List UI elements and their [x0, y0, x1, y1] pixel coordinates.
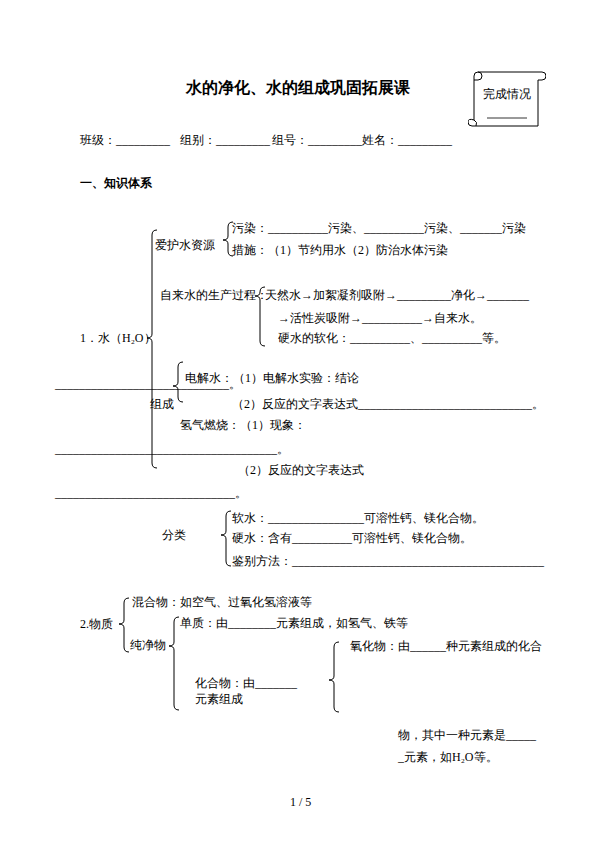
fill-blank: 硬水的软化：__________、__________等。	[278, 330, 506, 346]
fill-blank: 鉴别方法：___________________________________…	[232, 553, 544, 569]
fill-text: 混合物：如空气、过氧化氢溶液等	[132, 594, 312, 610]
name-field: 姓名：_________	[362, 132, 452, 148]
worksheet-title: 水的净化、水的组成巩固拓展课	[186, 78, 410, 98]
fill-blank: 氧化物：由______种元素组成的化合	[350, 638, 542, 654]
curly-brace	[169, 617, 179, 710]
fill-blank: （2）反应的文字表达式_____________________________…	[232, 396, 544, 412]
curly-brace	[223, 222, 233, 256]
topic-label: 纯净物	[130, 637, 166, 653]
fill-text: 措施：（1）节约用水（2）防治水体污染	[232, 242, 448, 258]
curly-brace	[119, 598, 129, 652]
process-step: 天然水→加絮凝剂吸附→_________净化→_______	[265, 287, 529, 303]
fill-blank: 物，其中一种元素是_____	[398, 727, 536, 743]
topic-label: 1．水（H₂O）	[80, 330, 156, 346]
fill-text: 氢气燃烧：（1）现象：	[180, 417, 306, 433]
answer-blank: _____________________________________。	[55, 441, 289, 457]
fill-blank: 软水：________________可溶性钙、镁化合物。	[232, 510, 484, 526]
process-step: →活性炭吸附→__________→自来水。	[278, 310, 482, 326]
fill-text: （2）反应的文字表达式	[238, 462, 364, 478]
fill-blank: 污染：__________污染、__________污染、_______污染	[232, 220, 526, 236]
page-number: 1 / 5	[290, 794, 311, 810]
fill-blank: _元素，如H₂O等。	[398, 749, 498, 765]
curly-brace	[329, 642, 339, 712]
topic-label: 爱护水资源	[155, 237, 215, 253]
answer-blank: _____________________________。	[55, 376, 241, 392]
topic-label: 2.物质	[80, 616, 113, 632]
answer-blank: ______________________________。	[55, 485, 247, 501]
number-field: 组号：_________	[272, 132, 362, 148]
fill-blank: 单质：由________元素组成，如氢气、铁等	[180, 615, 408, 631]
scroll-box: 完成情况	[468, 68, 546, 132]
curly-brace	[221, 511, 231, 566]
topic-label: 分类	[162, 527, 186, 543]
box-heading: 完成情况	[468, 68, 546, 102]
group-field: 组别：_________	[180, 132, 270, 148]
fill-blank: 硬水：含有__________可溶性钙、镁化合物。	[232, 530, 472, 546]
curly-brace	[147, 230, 157, 468]
fill-blank: 化合物：由_______ 元素组成	[195, 675, 303, 707]
class-field: 班级：_________	[80, 132, 170, 148]
topic-label: 组成	[150, 396, 174, 412]
topic-label: 自来水的生产过程：	[160, 287, 268, 303]
section-heading: 一、知识体系	[80, 175, 152, 191]
